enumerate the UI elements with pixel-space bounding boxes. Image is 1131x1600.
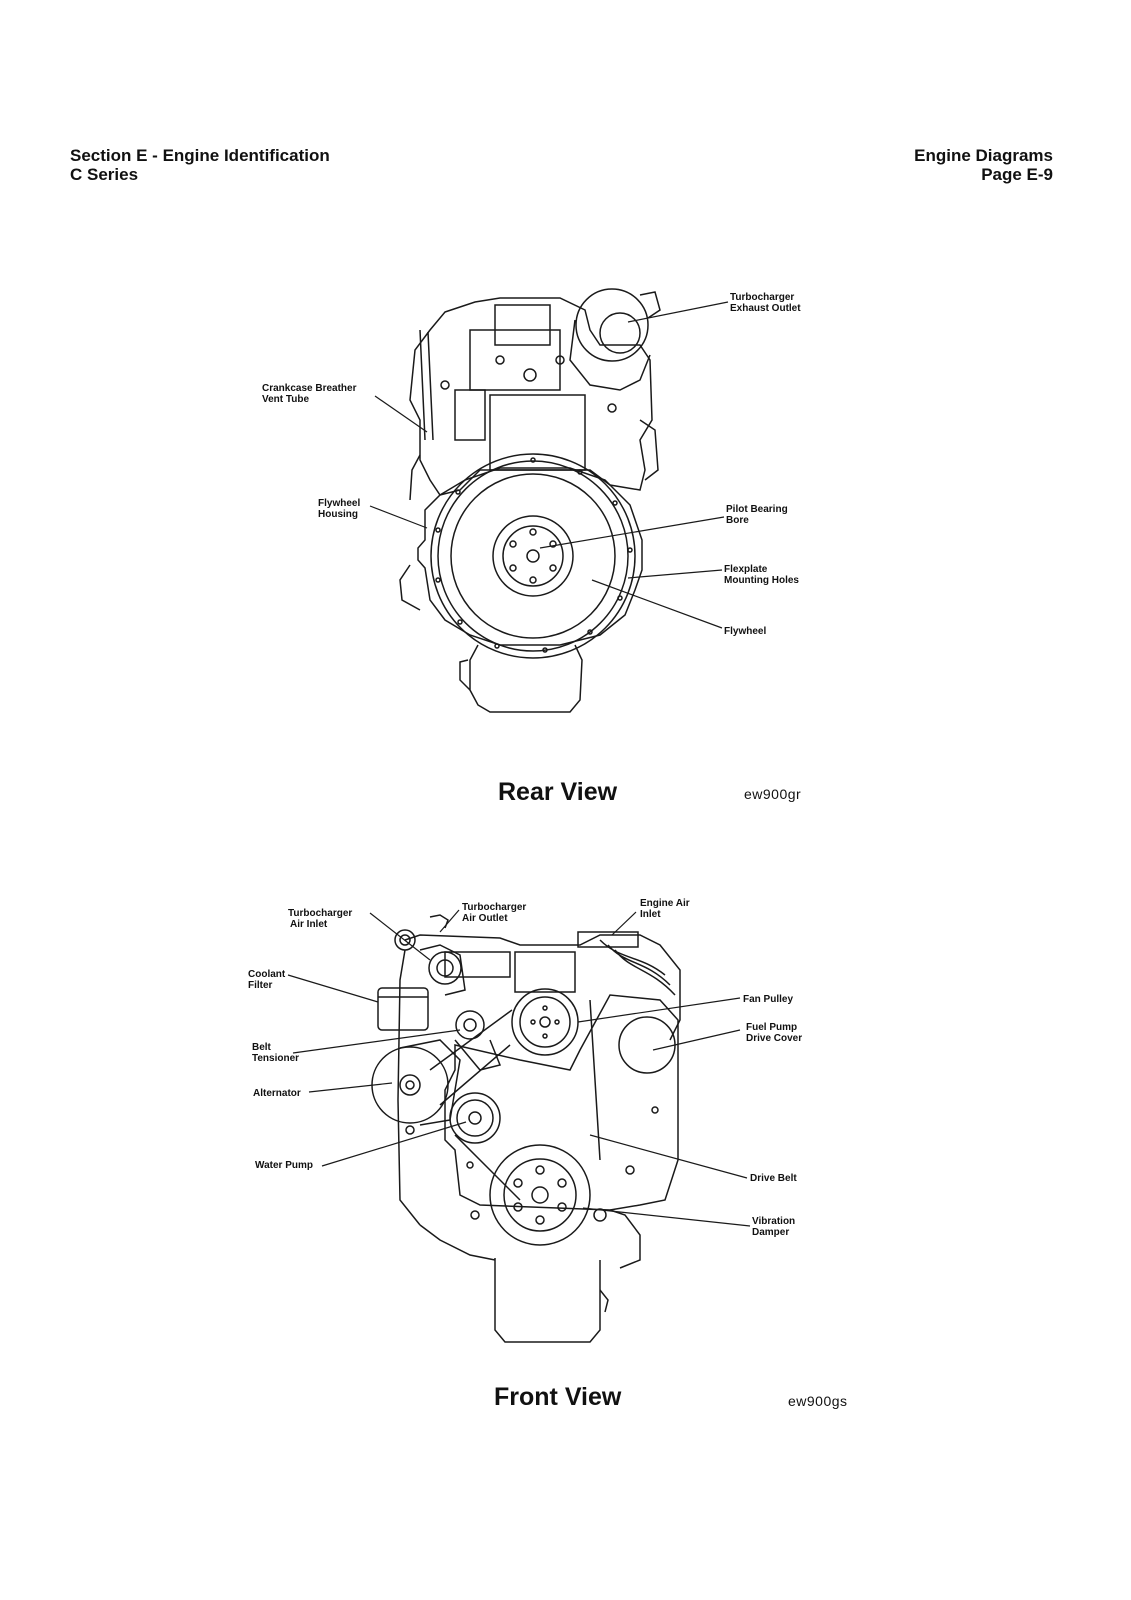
label-vibration-damper: Vibration Damper	[752, 1216, 795, 1238]
front-view-caption: Front View	[494, 1383, 622, 1411]
section-header: Section E - Engine Identification C Seri…	[70, 146, 330, 184]
label-line: Air Inlet	[290, 919, 328, 930]
label-water-pump: Water Pump	[255, 1160, 313, 1171]
label-line: Coolant	[248, 969, 286, 980]
front-view-leader-lines	[288, 910, 750, 1226]
label-line: Flexplate	[724, 564, 768, 575]
front-view-engine-drawing	[372, 915, 680, 1342]
label-coolant-filter: Coolant Filter	[248, 969, 285, 991]
label-line: Turbocharger	[288, 908, 353, 919]
label-flywheel-housing: Flywheel Housing	[318, 498, 360, 520]
label-line: Drive Belt	[750, 1173, 797, 1184]
label-line: Crankcase Breather	[262, 383, 357, 394]
label-line: Damper	[752, 1227, 790, 1238]
label-line: Housing	[318, 509, 358, 520]
label-line: Tensioner	[252, 1053, 300, 1064]
rear-view-figure-code: ew900gr	[744, 786, 802, 802]
label-line: Mounting Holes	[724, 575, 799, 586]
label-line: Inlet	[640, 909, 661, 920]
label-alternator: Alternator	[253, 1088, 301, 1099]
label-line: Turbocharger	[462, 902, 527, 913]
label-crankcase-breather: Crankcase Breather Vent Tube	[262, 383, 357, 405]
rear-view-caption: Rear View	[498, 778, 618, 806]
label-line: Fan Pulley	[743, 994, 794, 1005]
label-fuel-pump-drive-cover: Fuel Pump Drive Cover	[746, 1022, 802, 1044]
label-line: Exhaust Outlet	[730, 303, 801, 314]
rear-view-engine-drawing	[400, 289, 660, 712]
section-title: Section E - Engine Identification	[70, 146, 330, 165]
label-line: Flywheel	[724, 626, 767, 637]
label-drive-belt: Drive Belt	[750, 1173, 797, 1184]
front-view-figure-code: ew900gs	[788, 1393, 848, 1409]
label-line: Water Pump	[255, 1160, 313, 1171]
series-title: C Series	[70, 165, 139, 184]
rear-view-leader-lines	[370, 302, 728, 628]
label-flexplate-mounting-holes: Flexplate Mounting Holes	[724, 564, 799, 586]
label-line: Alternator	[253, 1088, 301, 1099]
label-line: Air Outlet	[462, 913, 508, 924]
label-engine-air-inlet: Engine Air Inlet	[640, 898, 690, 920]
label-flywheel: Flywheel	[724, 626, 766, 637]
diagrams-title: Engine Diagrams	[914, 146, 1053, 165]
label-turbo-air-outlet: Turbocharger Air Outlet	[462, 902, 526, 924]
label-line: Fuel Pump	[746, 1022, 798, 1033]
label-line: Vent Tube	[262, 394, 310, 405]
label-line: Flywheel	[318, 498, 361, 509]
label-line: Turbocharger	[730, 292, 795, 303]
label-line: Belt	[252, 1042, 271, 1053]
page-header: Engine Diagrams Page E-9	[914, 146, 1053, 184]
label-line: Bore	[726, 515, 749, 526]
label-fan-pulley: Fan Pulley	[743, 994, 793, 1005]
label-line: Engine Air	[640, 898, 690, 909]
label-line: Filter	[248, 980, 273, 991]
label-pilot-bearing-bore: Pilot Bearing Bore	[726, 504, 788, 526]
label-belt-tensioner: Belt Tensioner	[252, 1042, 299, 1064]
page-number: Page E-9	[981, 165, 1053, 184]
label-turbo-air-inlet: Turbocharger Air Inlet	[288, 908, 352, 930]
label-turbo-exhaust-outlet: Turbocharger Exhaust Outlet	[730, 292, 801, 314]
label-line: Drive Cover	[746, 1033, 803, 1044]
label-line: Pilot Bearing	[726, 504, 788, 515]
label-line: Vibration	[752, 1216, 796, 1227]
